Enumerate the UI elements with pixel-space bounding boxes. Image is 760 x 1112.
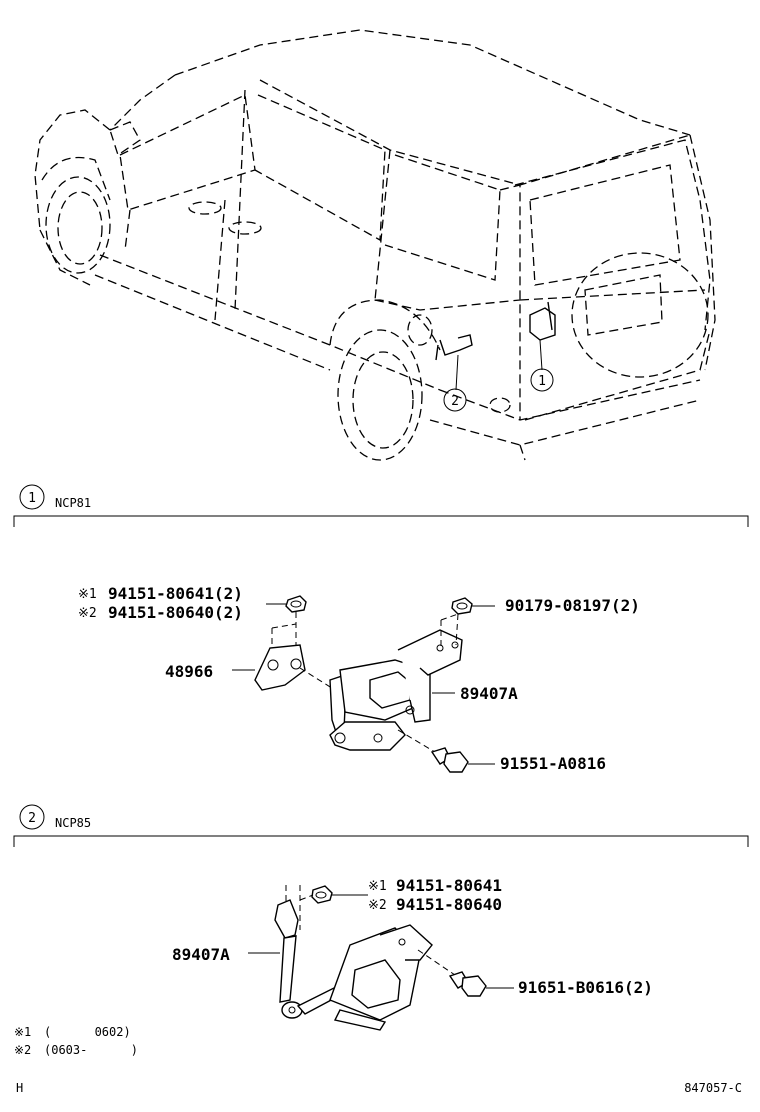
vehicle-illustration — [34, 29, 716, 461]
footnote-2-mark: ※2 — [14, 1043, 31, 1057]
part-94151-80640: 94151-80640(2) — [108, 603, 243, 622]
part-94151-80641-sec2: 94151-80641 — [396, 876, 502, 895]
nut-sec2 — [311, 885, 368, 904]
part-89407A-sec2: 89407A — [172, 945, 230, 964]
part-89407A: 89407A — [460, 684, 518, 703]
svg-text:NCP85: NCP85 — [55, 816, 91, 830]
footer-left: H — [16, 1081, 23, 1095]
ref-mark-1-sec2: ※1 — [368, 879, 387, 894]
part-94151-80641: 94151-80641(2) — [108, 584, 243, 603]
ref-mark-2: ※2 — [78, 606, 97, 621]
footnote-1-mark: ※1 — [14, 1025, 31, 1039]
footnote-1-range: ( 0602) — [44, 1025, 131, 1039]
nut-right — [451, 597, 495, 615]
svg-text:2: 2 — [28, 811, 36, 826]
part-91651-B0616: 91651-B0616(2) — [518, 978, 653, 997]
footer-code: 847057-C — [684, 1081, 742, 1095]
section-2-drawing — [248, 885, 514, 1031]
part-94151-80640-sec2: 94151-80640 — [396, 895, 502, 914]
section-2-labels: ※1 94151-80641 ※2 94151-80640 89407A 916… — [172, 876, 653, 997]
footnotes: ※1 ( 0602) ※2 (0603- ) — [14, 1025, 138, 1057]
ref-mark-2-sec2: ※2 — [368, 898, 387, 913]
svg-text:2: 2 — [451, 394, 459, 409]
svg-text:1: 1 — [538, 374, 546, 389]
sensor-89407A — [329, 629, 463, 751]
nut-left — [266, 595, 307, 613]
section-1-drawing — [232, 595, 495, 773]
part-90179-08197: 90179-08197(2) — [505, 596, 640, 615]
callout-1: 1 — [530, 368, 554, 392]
part-91551-A0816: 91551-A0816 — [500, 754, 606, 773]
part-48966: 48966 — [165, 662, 213, 681]
section-1-labels: ※1 94151-80641(2) ※2 94151-80640(2) 4896… — [78, 584, 640, 773]
callout-2: 2 — [443, 388, 467, 412]
ref-mark-1: ※1 — [78, 587, 97, 602]
svg-text:NCP81: NCP81 — [55, 496, 91, 510]
bolt-91651 — [448, 971, 514, 997]
bracket-48966 — [254, 644, 306, 691]
svg-text:1: 1 — [28, 491, 36, 506]
bolt-91551 — [430, 747, 495, 773]
section-1-header: 1 NCP81 — [13, 484, 749, 527]
footnote-2-range: (0603- ) — [44, 1043, 138, 1057]
section-2-header: 2 NCP85 — [13, 804, 749, 847]
